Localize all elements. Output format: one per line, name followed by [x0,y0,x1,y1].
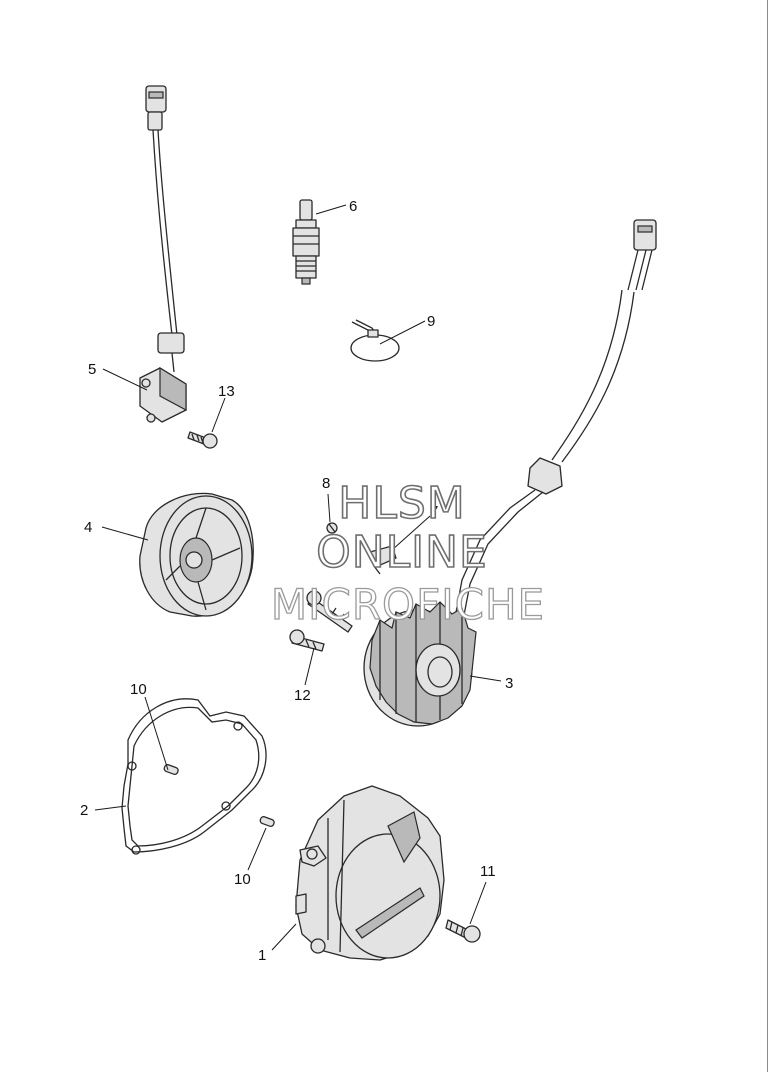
stator-part[interactable] [363,219,657,727]
cover-bolt-part[interactable] [445,919,481,943]
callout-12: 12 [294,687,311,704]
callout-13: 13 [218,383,235,400]
ignition-cover-part[interactable] [295,785,445,961]
bolt-8-part[interactable] [326,522,338,534]
spark-plug-part[interactable] [292,199,320,285]
dowel-pin-lower-part[interactable] [259,816,275,828]
screw-13-part[interactable] [187,431,218,449]
leader-lines [94,204,502,951]
pickup-sensor-part[interactable] [139,85,187,423]
callout-4: 4 [84,519,92,536]
callout-11: 11 [480,863,496,880]
cable-tie-part[interactable] [350,319,400,362]
callout-5: 5 [88,361,96,378]
callout-9: 9 [427,313,435,330]
callout-6: 6 [349,198,357,215]
bolts-12-part[interactable] [289,590,353,652]
callout-8: 8 [322,475,330,492]
callout-10-lower: 10 [234,871,251,888]
gasket-part[interactable] [121,698,267,855]
callout-labels: 5 13 6 9 4 8 7 12 3 10 2 10 1 11 [80,198,513,964]
clip-7-part[interactable] [369,545,397,575]
callout-10-upper: 10 [130,681,147,698]
callout-2: 2 [80,802,88,819]
callout-1: 1 [258,947,266,964]
callout-7: 7 [430,503,438,520]
flywheel-part[interactable] [139,492,254,617]
dowel-pin-upper-part[interactable] [163,764,179,776]
callout-3: 3 [505,675,513,692]
